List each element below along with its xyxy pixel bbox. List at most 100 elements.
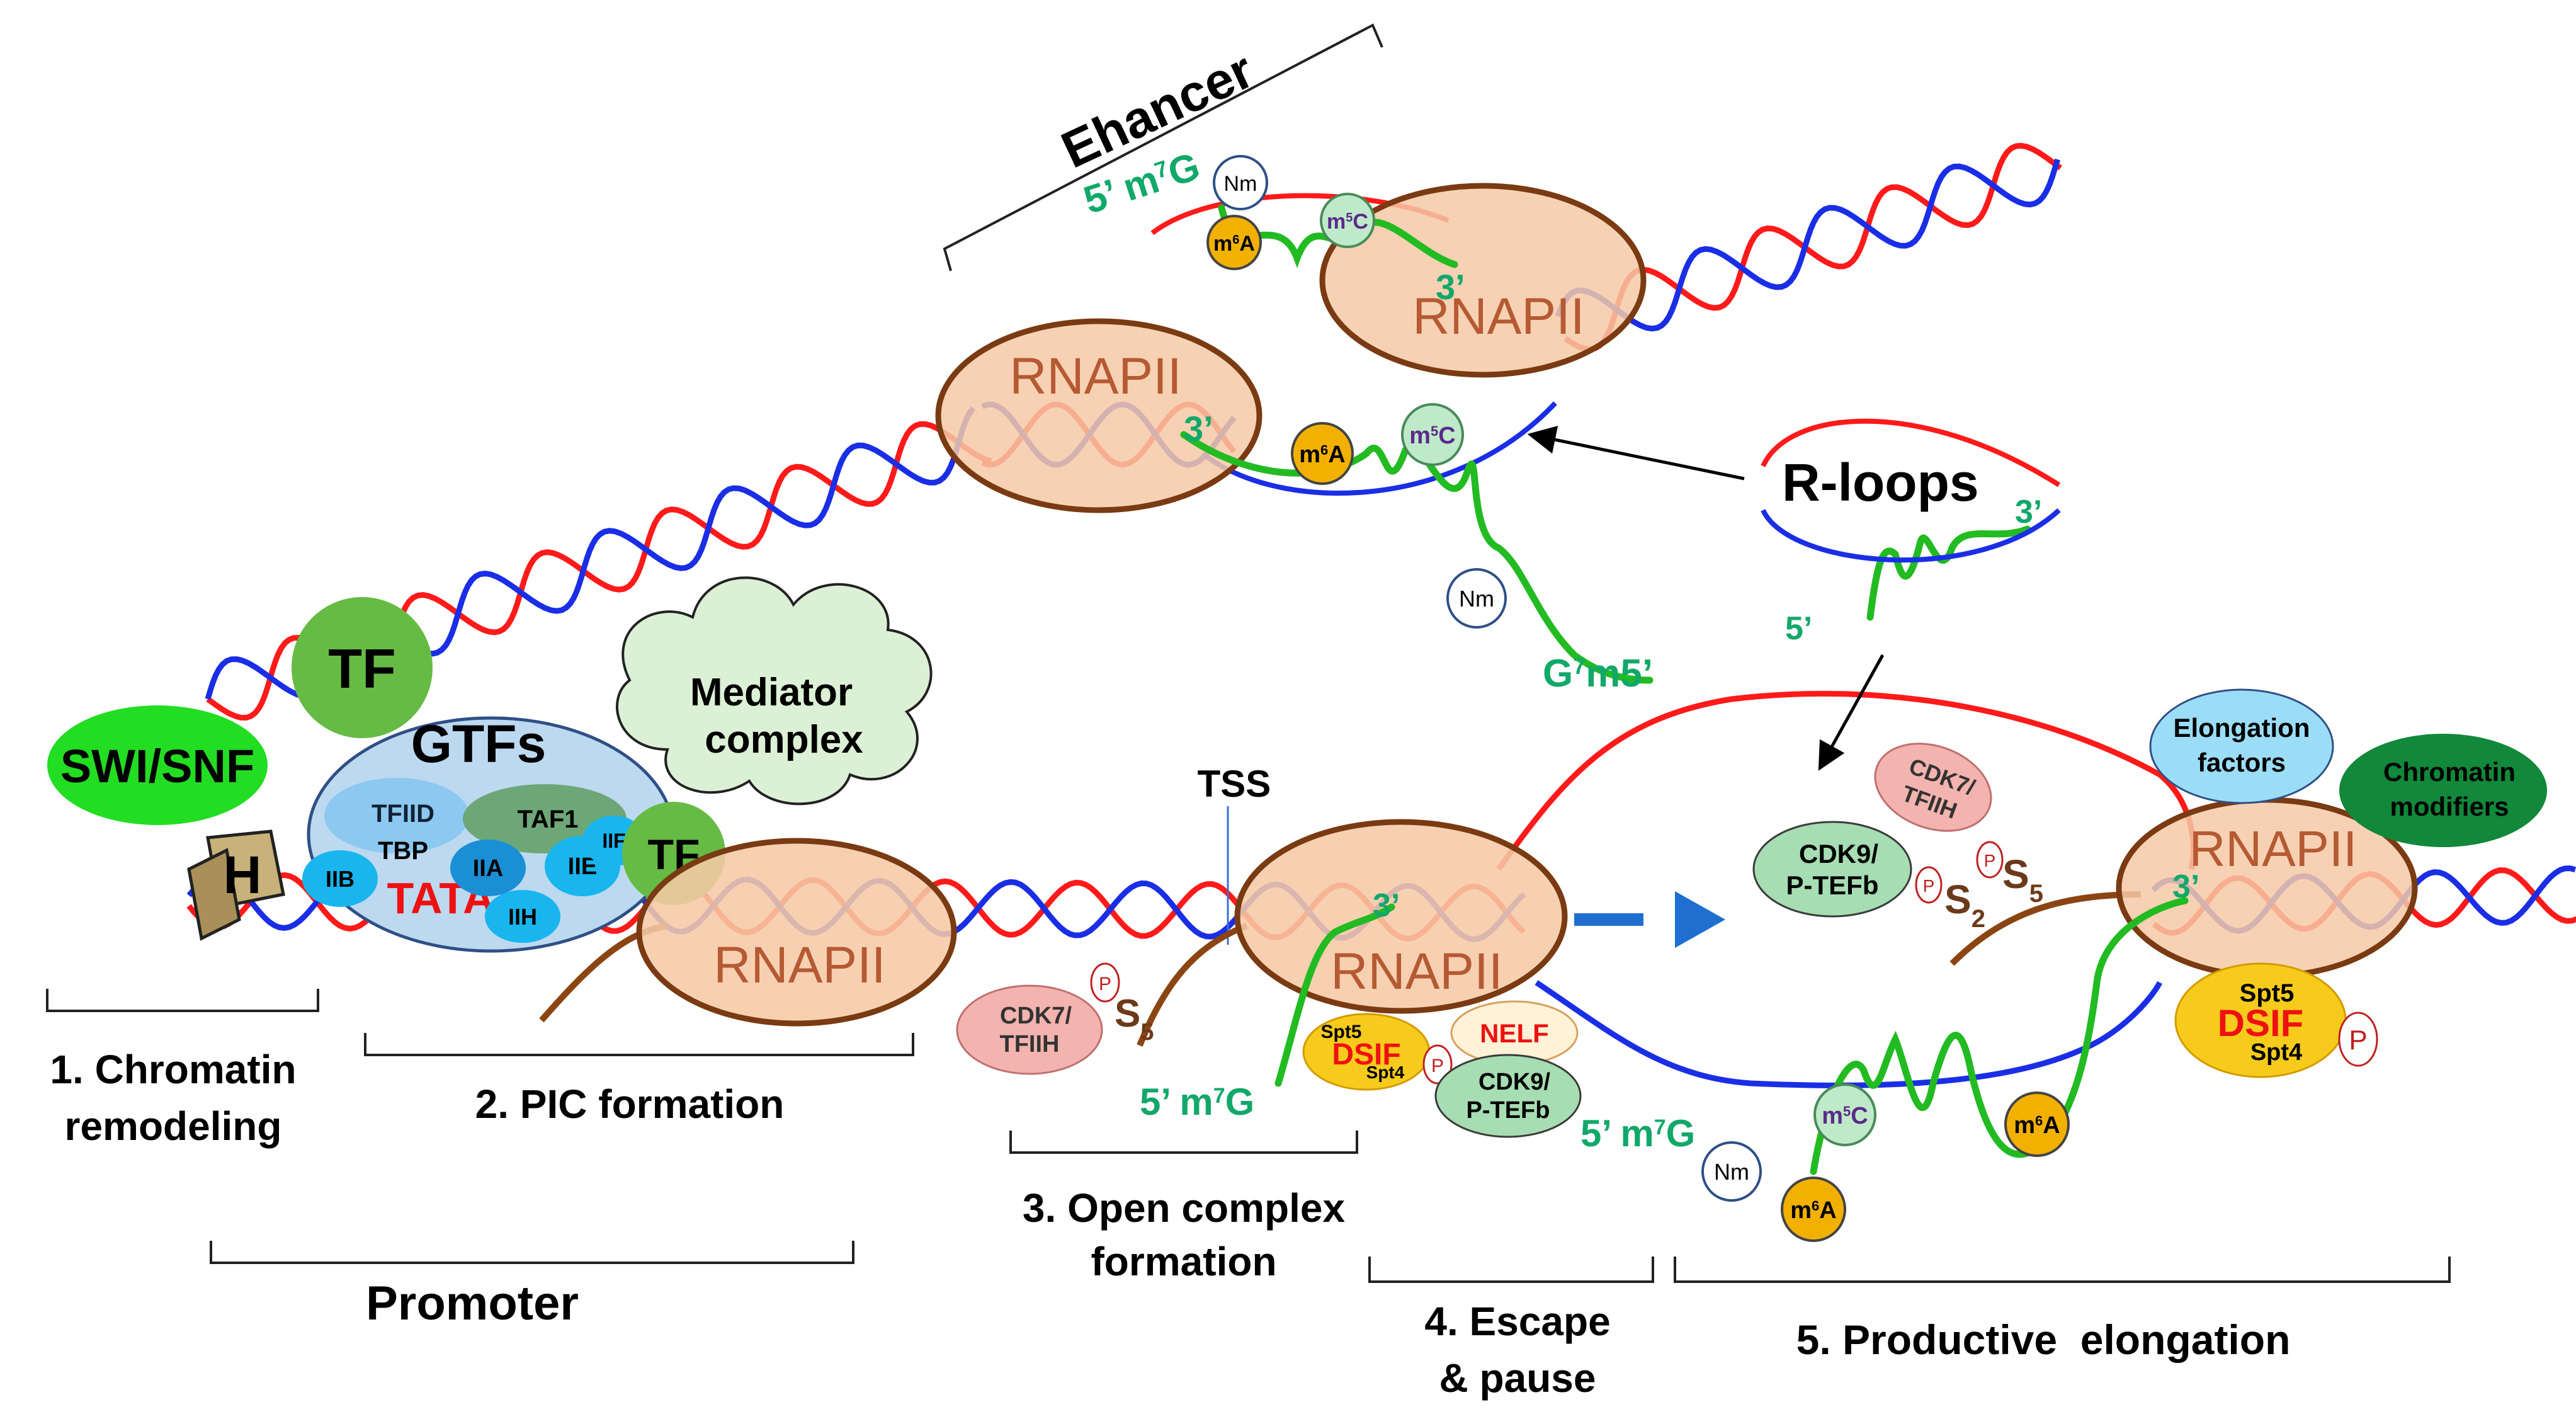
tss-label: TSS: [1198, 763, 1271, 805]
r-loop-arrow-to-enhancer: [1527, 426, 1745, 481]
r-loops-label: R-loops: [1782, 453, 1979, 512]
swi-snf-complex: [47, 705, 268, 825]
tfiib-factor: [302, 850, 378, 907]
dna-upper-right-red-strand: [1563, 142, 2062, 353]
svg-text:CDK9/: CDK9/: [1799, 839, 1878, 869]
productive-elongation-bracket: [1674, 1257, 2451, 1283]
svg-text:m6A: m6A: [1213, 232, 1255, 256]
elongation-rna-3prime: 3’: [2172, 869, 2199, 905]
promoter-bracket: [210, 1241, 854, 1264]
step2-label: 2. PIC formation: [475, 1081, 785, 1127]
tfiid-label: TFIID: [372, 800, 434, 828]
tbp-label: TBP: [378, 837, 428, 865]
svg-text:Nm: Nm: [1224, 172, 1257, 196]
r-loop-blue-arc: [1761, 508, 2061, 563]
histone-label: H: [224, 845, 262, 904]
rnapii-pic-label: RNAPII: [713, 937, 885, 994]
mediator-label-line1: Mediator: [690, 671, 853, 714]
elongation-red-strand-arc: [1496, 690, 2196, 871]
elongation-rna: [1810, 897, 2189, 1175]
cdk7-tfiih-open: CDK7/ TFIIH: [956, 984, 1103, 1075]
svg-text:Elongation: Elongation: [2174, 713, 2310, 743]
svg-text:Spt5: Spt5: [2240, 979, 2295, 1007]
svg-text:P: P: [1431, 1056, 1444, 1076]
rnapii-open-label: RNAPII: [1331, 943, 1502, 1000]
svg-text:CDK9/: CDK9/: [1478, 1069, 1550, 1095]
svg-text:m6A: m6A: [1299, 442, 1346, 468]
transition-arrow-dash: [1574, 913, 1643, 926]
step1-label-line2: remodeling: [65, 1103, 282, 1149]
svg-text:Nm: Nm: [1714, 1159, 1749, 1185]
r-loop-red-arc: [1761, 418, 2061, 487]
svg-text:P: P: [2349, 1025, 2367, 1056]
svg-text:S2: S2: [1944, 877, 1985, 933]
elongation-rna-5prime-cap: 5’ m7G: [1580, 1112, 1695, 1154]
r-loop-rna: [1866, 525, 2031, 621]
elongation-blue-strand-arc: [1535, 980, 2163, 1088]
rna-transcripts: [1180, 204, 2189, 1175]
tfiia-factor: [450, 840, 526, 896]
step4-label-line1: 4. Escape: [1424, 1299, 1610, 1344]
promoter-label: Promoter: [366, 1277, 579, 1330]
step1-label-line1: 1. Chromatin: [50, 1047, 296, 1092]
taf1-label: TAF1: [517, 806, 578, 833]
svg-text:m6A: m6A: [1790, 1197, 1837, 1224]
step4-label-line2: & pause: [1439, 1355, 1596, 1401]
tf-upstream-label: TF: [328, 637, 396, 700]
transition-arrow-head: [1675, 891, 1725, 948]
m6a-badge-enhancer-bottom: m6A: [1291, 422, 1354, 485]
r-loop-5prime: 5’: [1785, 610, 1812, 647]
enhancer-rna-3prime-left: 3’: [1184, 409, 1213, 448]
svg-text:TFIIH: TFIIH: [1000, 1031, 1060, 1057]
phospho-s2-s5-elongation: P S2 P S5: [1915, 841, 2043, 933]
svg-text:NELF: NELF: [1480, 1018, 1549, 1048]
gtfs-label: GTFs: [411, 714, 547, 773]
chromatin-modifiers-complex: Chromatin modifiers: [2339, 734, 2547, 847]
svg-text:P-TEFb: P-TEFb: [1786, 870, 1879, 900]
escape-pause-bracket: [1368, 1257, 1654, 1283]
svg-text:m5C: m5C: [1409, 423, 1456, 449]
svg-text:P: P: [1099, 974, 1111, 994]
svg-text:P: P: [1984, 851, 1996, 870]
elongation-factors-complex: Elongation factors: [2149, 688, 2334, 804]
open-complex-bracket: [1009, 1131, 1358, 1154]
enhancer-bracket: [943, 23, 1383, 271]
svg-text:Spt5: Spt5: [1320, 1022, 1361, 1042]
rnapii-open-complex: [1234, 819, 1568, 1014]
ctd-tail-elongation: [1949, 891, 2142, 966]
r-loop-arrow-to-elongation: [1818, 654, 1885, 771]
brackets: [46, 23, 2451, 1283]
cdk9-ptefb-pause: CDK9/ P-TEFb: [1434, 1054, 1582, 1138]
iih-label: IIH: [508, 904, 537, 930]
tfiid-factor: [324, 778, 469, 853]
open-complex-rna-5prime-cap: 5’ m7G: [1140, 1081, 1254, 1123]
open-complex-rna-3prime: 3’: [1373, 887, 1400, 924]
m6a-badge-enhancer-top: m6A: [1206, 215, 1262, 270]
svg-text:m6A: m6A: [2014, 1112, 2060, 1139]
open-complex-rna: [1274, 903, 1395, 1087]
m6a-badge-elongation-left: m6A: [1781, 1177, 1846, 1242]
swi-snf-label: SWI/SNF: [60, 740, 254, 792]
phospho-s5-open: P S5: [1090, 962, 1154, 1046]
dsif-elongation-complex: Spt5 DSIF Spt4: [2174, 962, 2347, 1078]
transcription-factor-upstream: [292, 597, 433, 738]
rnapii-enhancer-right-label: RNAPII: [1412, 288, 1584, 345]
svg-text:Nm: Nm: [1459, 586, 1494, 612]
m5c-badge-enhancer-top: m5C: [1320, 193, 1375, 248]
chromatin-remodeling-bracket: [46, 989, 319, 1012]
svg-text:Spt4: Spt4: [1366, 1063, 1405, 1082]
rnapii-elongation-label: RNAPII: [2189, 821, 2358, 877]
enhancer-rna-g7m5: G7m5’: [1543, 652, 1653, 695]
svg-text:factors: factors: [2198, 748, 2286, 777]
nm-badge-elongation: Nm: [1701, 1141, 1762, 1202]
step3-label-line2: formation: [1091, 1239, 1276, 1284]
rnapii-enhancer-left: [935, 318, 1262, 513]
svg-text:Chromatin: Chromatin: [2383, 757, 2516, 787]
nelf-complex: NELF: [1450, 1000, 1579, 1066]
enhancer-rna-3prime-top: 3’: [1436, 267, 1465, 307]
nm-badge-enhancer-bottom: Nm: [1446, 568, 1507, 629]
phospho-dsif-pause: P: [1422, 1044, 1453, 1085]
mediator-label-line2: complex: [705, 718, 863, 761]
svg-text:Spt4: Spt4: [2250, 1039, 2302, 1066]
